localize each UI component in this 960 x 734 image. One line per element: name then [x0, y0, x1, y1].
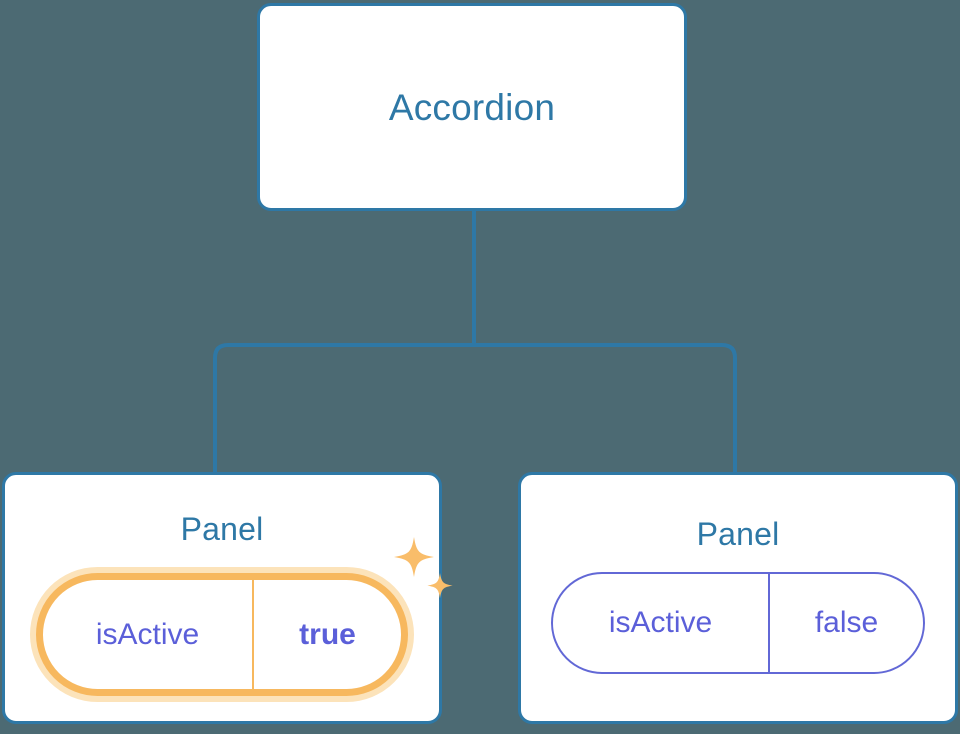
prop-pill-right-wrapper: isActive false — [551, 572, 925, 674]
node-panel-left[interactable]: Panel isActive true — [2, 472, 453, 724]
connector-to-left-panel — [213, 343, 474, 472]
prop-key-label: isActive — [608, 606, 713, 639]
node-title-accordion: Accordion — [388, 86, 556, 128]
node-accordion[interactable]: Accordion — [257, 3, 687, 211]
prop-pill-glow: isActive true — [30, 567, 414, 702]
prop-pill-isactive-false[interactable]: isActive false — [551, 572, 925, 674]
prop-value-label: false — [768, 574, 923, 672]
prop-pill-left-wrapper: isActive true — [30, 537, 453, 702]
prop-key-label: isActive — [95, 617, 200, 651]
node-panel-right[interactable]: Panel isActive false — [518, 472, 958, 724]
node-title-panel-right: Panel — [696, 516, 780, 552]
node-title-panel-left: Panel — [180, 511, 264, 547]
connector-to-right-panel — [474, 343, 737, 472]
sparkle-icon — [394, 537, 434, 577]
prop-pill-isactive-true[interactable]: isActive true — [36, 573, 408, 696]
prop-value-label: true — [252, 580, 401, 689]
